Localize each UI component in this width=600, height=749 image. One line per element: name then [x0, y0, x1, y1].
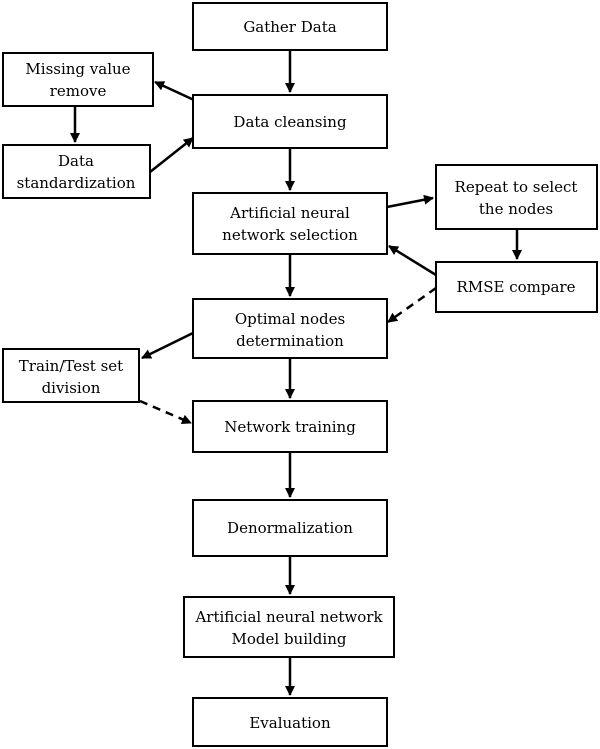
- arrow-rmse-to-ann-selection: [388, 244, 437, 277]
- box-ann-selection-line-2: network selection: [222, 226, 358, 244]
- arrow-standardization-to-cleansing: [149, 137, 194, 173]
- box-missing-value-remove: Missing value remove: [2, 52, 154, 107]
- box-data-standardization-line-1: Data: [58, 152, 94, 170]
- box-ann-selection-line-1: Artificial neural: [229, 204, 350, 222]
- arrow-rmse-to-optimal-nodes: [387, 286, 437, 324]
- box-data-cleansing-line-1: Data cleansing: [233, 113, 347, 131]
- box-train-test-division: Train/Test set division: [2, 348, 140, 403]
- box-missing-value-line-2: remove: [50, 82, 107, 100]
- box-repeat-select-line-1: Repeat to select: [455, 178, 578, 196]
- box-train-test-line-1: Train/Test set: [19, 357, 123, 375]
- arrow-optimal-nodes-to-train-test: [141, 331, 194, 360]
- box-denormalization: Denormalization: [192, 499, 388, 557]
- box-optimal-nodes-line-1: Optimal nodes: [235, 310, 345, 328]
- arrow-ann-selection-to-repeat: [386, 194, 434, 209]
- box-optimal-nodes: Optimal nodes determination: [192, 298, 388, 359]
- arrow-train-test-to-network-training: [139, 399, 192, 425]
- box-repeat-select-nodes: Repeat to select the nodes: [435, 164, 598, 230]
- box-evaluation: Evaluation: [192, 697, 388, 747]
- box-optimal-nodes-line-2: determination: [236, 332, 344, 350]
- box-data-cleansing: Data cleansing: [192, 94, 388, 149]
- box-rmse-compare: RMSE compare: [435, 261, 598, 313]
- box-gather-data-line-1: Gather Data: [243, 18, 336, 36]
- arrow-cleansing-to-missing-value: [154, 80, 195, 102]
- box-ann-model-building: Artificial neural network Model building: [183, 596, 395, 658]
- box-network-training: Network training: [192, 400, 388, 453]
- box-ann-model-line-1: Artificial neural network: [194, 608, 383, 626]
- box-repeat-select-line-2: the nodes: [479, 200, 553, 218]
- box-data-standardization-line-2: standardization: [17, 174, 136, 192]
- box-ann-model-line-2: Model building: [232, 630, 347, 648]
- box-data-standardization: Data standardization: [2, 144, 151, 199]
- box-evaluation-line-1: Evaluation: [249, 714, 331, 732]
- box-gather-data: Gather Data: [192, 2, 388, 51]
- connections: [70, 50, 522, 696]
- box-missing-value-line-1: Missing value: [25, 60, 130, 78]
- box-network-training-line-1: Network training: [224, 418, 356, 436]
- box-train-test-line-2: division: [42, 379, 101, 397]
- box-denormalization-line-1: Denormalization: [227, 519, 353, 537]
- box-ann-selection: Artificial neural network selection: [192, 192, 388, 255]
- box-rmse-compare-line-1: RMSE compare: [457, 278, 576, 296]
